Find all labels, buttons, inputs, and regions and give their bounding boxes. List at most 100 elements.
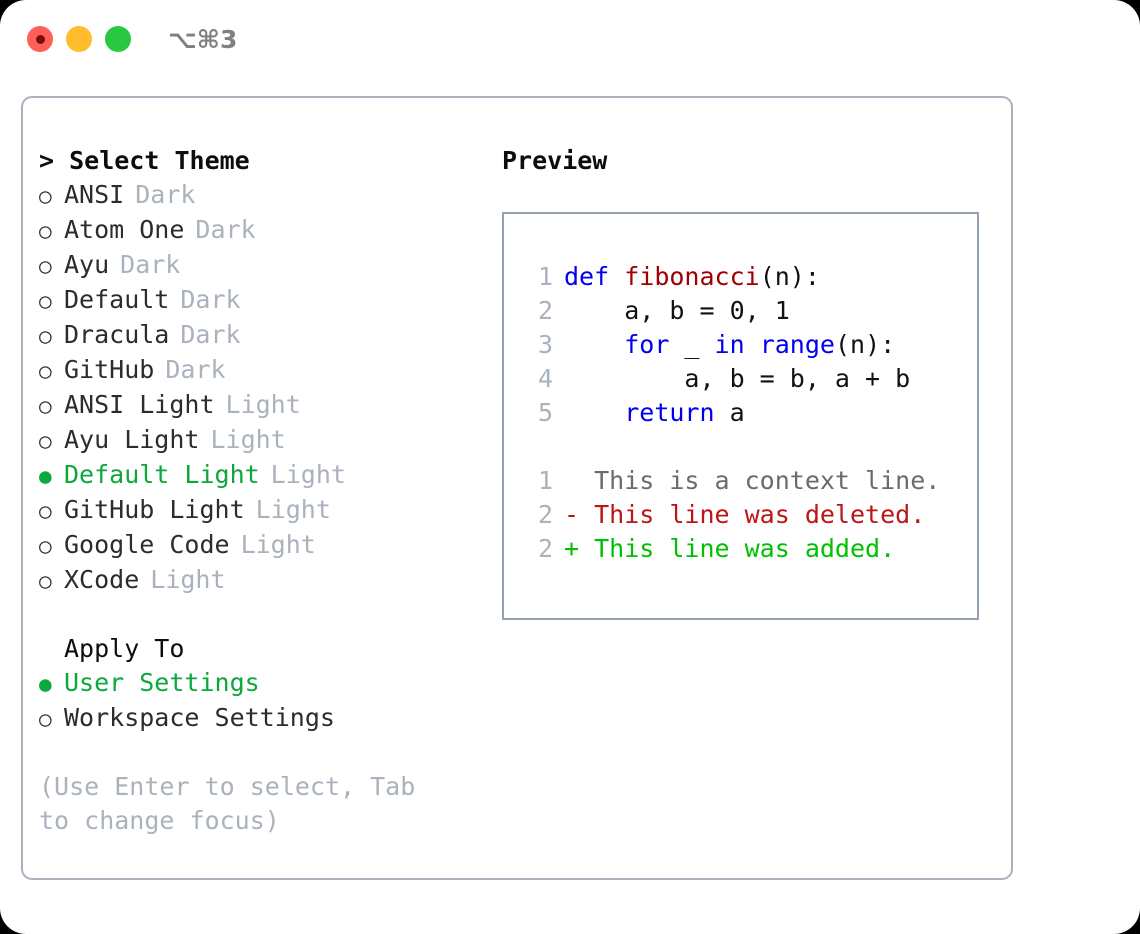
radio-unselected-icon: ○ — [39, 359, 52, 383]
radio-unselected-icon: ○ — [39, 254, 52, 278]
code-token-kw: range — [759, 330, 835, 359]
diff-line-text: This line was deleted. — [579, 500, 926, 529]
radio-unselected-icon: ○ — [39, 569, 52, 593]
theme-option-label: ANSI Light — [64, 390, 215, 419]
theme-option-label: Ayu Light — [64, 425, 200, 454]
section-spacer — [39, 598, 479, 632]
diff-line-number: 2 — [537, 500, 553, 529]
apply-to-option-workspace-settings[interactable]: ○Workspace Settings — [39, 701, 479, 736]
code-token-pl: a, b = b, a + b — [564, 364, 911, 393]
code-token-kw: return — [624, 398, 715, 427]
code-line-text: a, b = b, a + b — [564, 362, 910, 396]
code-line-number: 4 — [537, 364, 553, 393]
theme-option-tag: Dark — [180, 320, 241, 349]
code-token-pl: (n): — [834, 330, 896, 359]
theme-option-label: GitHub Light — [64, 495, 245, 524]
theme-option-google-code[interactable]: ○ Google Code Light — [39, 528, 479, 563]
diff-sample: 1 This is a context line.2- This line wa… — [521, 464, 977, 566]
radio-unselected-icon: ○ — [39, 534, 52, 558]
keyboard-shortcut-label: ⌥⌘3 — [168, 24, 238, 54]
theme-option-tag: Light — [270, 460, 346, 489]
minimize-button[interactable] — [66, 26, 92, 52]
code-token-pl: a — [714, 398, 745, 427]
diff-sign-ctx — [564, 464, 579, 498]
radio-unselected-icon: ○ — [39, 394, 52, 418]
theme-option-label: Atom One — [64, 215, 185, 244]
apply-to-option-user-settings[interactable]: ● User Settings — [39, 666, 479, 701]
diff-line-text: This line was added. — [579, 534, 896, 563]
theme-option-tag: Dark — [165, 355, 226, 384]
code-token-pl: a, b = 0, 1 — [564, 296, 790, 325]
diff-line-add: 2+ This line was added. — [521, 532, 977, 566]
code-line-number: 1 — [537, 262, 553, 291]
title-bar: ⌥⌘3 — [0, 0, 1140, 78]
code-line-number: 3 — [537, 330, 553, 359]
theme-option-github-light[interactable]: ○ GitHub Light Light — [39, 493, 479, 528]
diff-line-text: This is a context line. — [579, 466, 941, 495]
maximize-button[interactable] — [105, 26, 131, 52]
theme-option-tag: Light — [240, 530, 316, 559]
theme-option-tag: Light — [150, 565, 226, 594]
apply-to-option-list[interactable]: ● User Settings ○Workspace Settings — [39, 666, 479, 736]
theme-option-label: ANSI — [64, 180, 125, 209]
theme-option-tag: Dark — [180, 285, 241, 314]
code-diff-gap — [521, 430, 977, 464]
code-line: 4 a, b = b, a + b — [521, 362, 977, 396]
close-button[interactable] — [27, 26, 53, 52]
code-token-kw: def — [564, 262, 610, 291]
apply-to-option-label: Workspace Settings — [64, 703, 335, 732]
window-controls — [27, 26, 131, 52]
radio-selected-icon: ● — [39, 672, 52, 696]
code-line-number: 5 — [537, 398, 553, 427]
code-token-fn: fibonacci — [624, 262, 760, 291]
theme-option-default[interactable]: ○ Default Dark — [39, 283, 479, 318]
theme-option-tag: Dark — [120, 250, 181, 279]
theme-option-label: Default — [64, 285, 170, 314]
theme-option-tag: Light — [255, 495, 331, 524]
code-token-pl — [564, 398, 624, 427]
apply-to-label: Apply To — [64, 634, 185, 663]
theme-option-dracula[interactable]: ○ Dracula Dark — [39, 318, 479, 353]
code-token-pl — [609, 262, 624, 291]
theme-option-tag: Light — [210, 425, 286, 454]
code-token-pl — [564, 330, 624, 359]
radio-unselected-icon: ○ — [39, 184, 52, 208]
radio-unselected-icon: ○ — [39, 289, 52, 313]
radio-unselected-icon: ○ — [39, 499, 52, 523]
theme-option-ansi[interactable]: ○ ANSI Dark — [39, 178, 479, 213]
radio-unselected-icon: ○ — [39, 324, 52, 348]
code-line-text: return a — [564, 396, 745, 430]
code-token-pl: (n): — [759, 262, 820, 291]
apply-to-option-label: User Settings — [64, 668, 260, 697]
code-line: 2 a, b = 0, 1 — [521, 294, 977, 328]
theme-option-label: Google Code — [64, 530, 230, 559]
code-line-text: def fibonacci(n): — [564, 260, 820, 294]
code-line: 1 def fibonacci(n): — [521, 260, 977, 294]
code-line: 5 return a — [521, 396, 977, 430]
theme-option-label: Dracula — [64, 320, 170, 349]
theme-option-label: XCode — [64, 565, 140, 594]
code-token-kw: for — [624, 330, 670, 359]
diff-sign-del: - — [564, 500, 580, 529]
code-line-text: a, b = 0, 1 — [564, 294, 790, 328]
theme-option-tag: Dark — [135, 180, 196, 209]
theme-option-xcode[interactable]: ○ XCode Light — [39, 563, 479, 598]
diff-line-del: 2- This line was deleted. — [521, 498, 977, 532]
diff-line-number: 2 — [537, 534, 553, 563]
code-token-pl — [745, 330, 760, 359]
theme-option-label: Default Light — [64, 460, 260, 489]
code-line: 3 for _ in range(n): — [521, 328, 977, 362]
